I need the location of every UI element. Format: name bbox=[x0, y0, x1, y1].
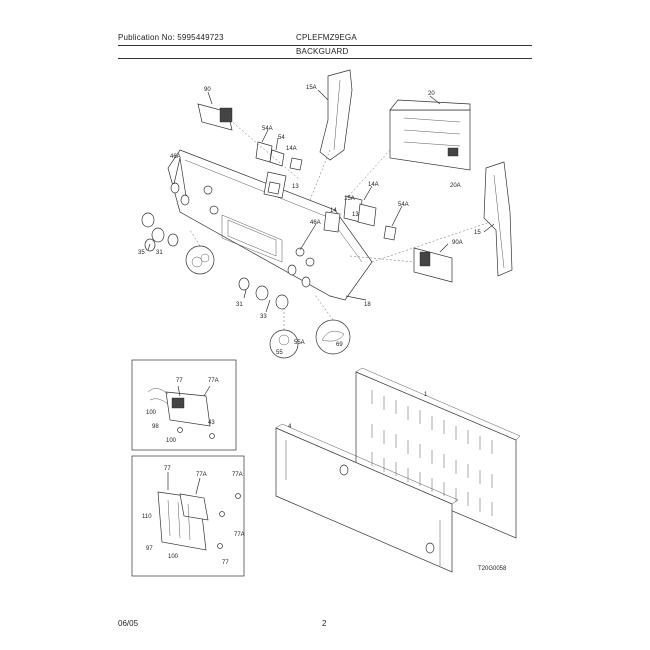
callout-15a: 15A bbox=[306, 85, 317, 91]
section-rule bbox=[118, 58, 532, 59]
callout-54a-top: 54A bbox=[262, 126, 273, 132]
callout-labels: 90 15A 20 54A 54 46A 14A 13 20A 14A 15A … bbox=[138, 85, 507, 572]
side-bracket-15 bbox=[483, 161, 513, 277]
callout-15a-mid: 15A bbox=[344, 196, 355, 202]
header-rule bbox=[118, 45, 532, 46]
mid-switches bbox=[323, 195, 453, 283]
callout-43-inset-a: 43 bbox=[208, 420, 215, 426]
model-number: CPLEFMZ9EGA bbox=[296, 33, 357, 42]
callout-54: 54 bbox=[278, 135, 285, 141]
callout-14a-top: 14A bbox=[286, 146, 297, 152]
footer-date: 06/05 bbox=[118, 619, 139, 628]
callout-14-mid: 14 bbox=[330, 208, 337, 214]
callout-33: 33 bbox=[260, 314, 267, 320]
callout-100-inset-b: 100 bbox=[168, 554, 179, 560]
callout-77-inset-b-2: 77 bbox=[222, 560, 229, 566]
publication-number: Publication No: 5995449723 bbox=[118, 33, 224, 42]
inset-b-parts bbox=[157, 472, 241, 551]
callout-20a: 20A bbox=[450, 183, 461, 189]
callout-31-bottom: 31 bbox=[236, 302, 243, 308]
callout-55a: 55A bbox=[294, 340, 305, 346]
figure-code: T20G0058 bbox=[478, 566, 507, 572]
callout-15: 15 bbox=[474, 230, 481, 236]
inset-box-top bbox=[131, 359, 237, 451]
callout-14a-mid: 14A bbox=[368, 182, 379, 188]
knobs-bottom bbox=[238, 264, 351, 359]
callout-77-inset-a: 77 bbox=[176, 378, 183, 384]
callout-110: 110 bbox=[142, 514, 152, 520]
footer-page-number: 2 bbox=[322, 619, 327, 628]
top-brackets bbox=[197, 103, 303, 199]
callout-1: 1 bbox=[424, 392, 428, 398]
callout-77a-inset-a: 77A bbox=[208, 378, 219, 384]
rear-panel-1 bbox=[355, 367, 521, 539]
electronic-control-20 bbox=[389, 99, 471, 171]
callout-77-inset-b: 77 bbox=[164, 466, 171, 472]
inset-a-parts bbox=[147, 385, 215, 439]
callout-46a-left: 46A bbox=[170, 154, 181, 160]
section-title: BACKGUARD bbox=[296, 47, 349, 56]
callout-97: 97 bbox=[146, 546, 153, 552]
callout-100-inset-a: 100 bbox=[146, 410, 157, 416]
control-panel bbox=[167, 149, 373, 301]
callout-46a-mid: 46A bbox=[310, 220, 321, 226]
callout-lines bbox=[147, 89, 495, 313]
callout-13-top: 13 bbox=[292, 184, 299, 190]
callout-77a-inset-b-2: 77A bbox=[232, 472, 243, 478]
callout-90a: 90A bbox=[452, 240, 463, 246]
knobs-left bbox=[141, 182, 215, 275]
callout-77a-inset-b: 77A bbox=[196, 472, 207, 478]
lower-panel-4 bbox=[275, 423, 459, 573]
side-bracket-15a bbox=[319, 69, 353, 161]
callout-55: 55 bbox=[276, 350, 283, 356]
callout-31-left: 31 bbox=[156, 250, 163, 256]
callout-13-mid: 13 bbox=[352, 212, 359, 218]
inset-box-bottom bbox=[131, 455, 245, 577]
callout-54a-mid: 54A bbox=[398, 202, 409, 208]
callout-98-inset-a: 98 bbox=[152, 424, 159, 430]
callout-100b-inset-a: 100 bbox=[166, 438, 177, 444]
callout-35: 35 bbox=[138, 250, 145, 256]
callout-18: 18 bbox=[364, 302, 371, 308]
callout-69: 69 bbox=[336, 342, 343, 348]
callout-20: 20 bbox=[428, 91, 435, 97]
callout-90: 90 bbox=[204, 87, 211, 93]
callout-4: 4 bbox=[288, 424, 292, 430]
leader-lines bbox=[189, 119, 491, 330]
callout-77a-inset-b-3: 77A bbox=[234, 532, 245, 538]
